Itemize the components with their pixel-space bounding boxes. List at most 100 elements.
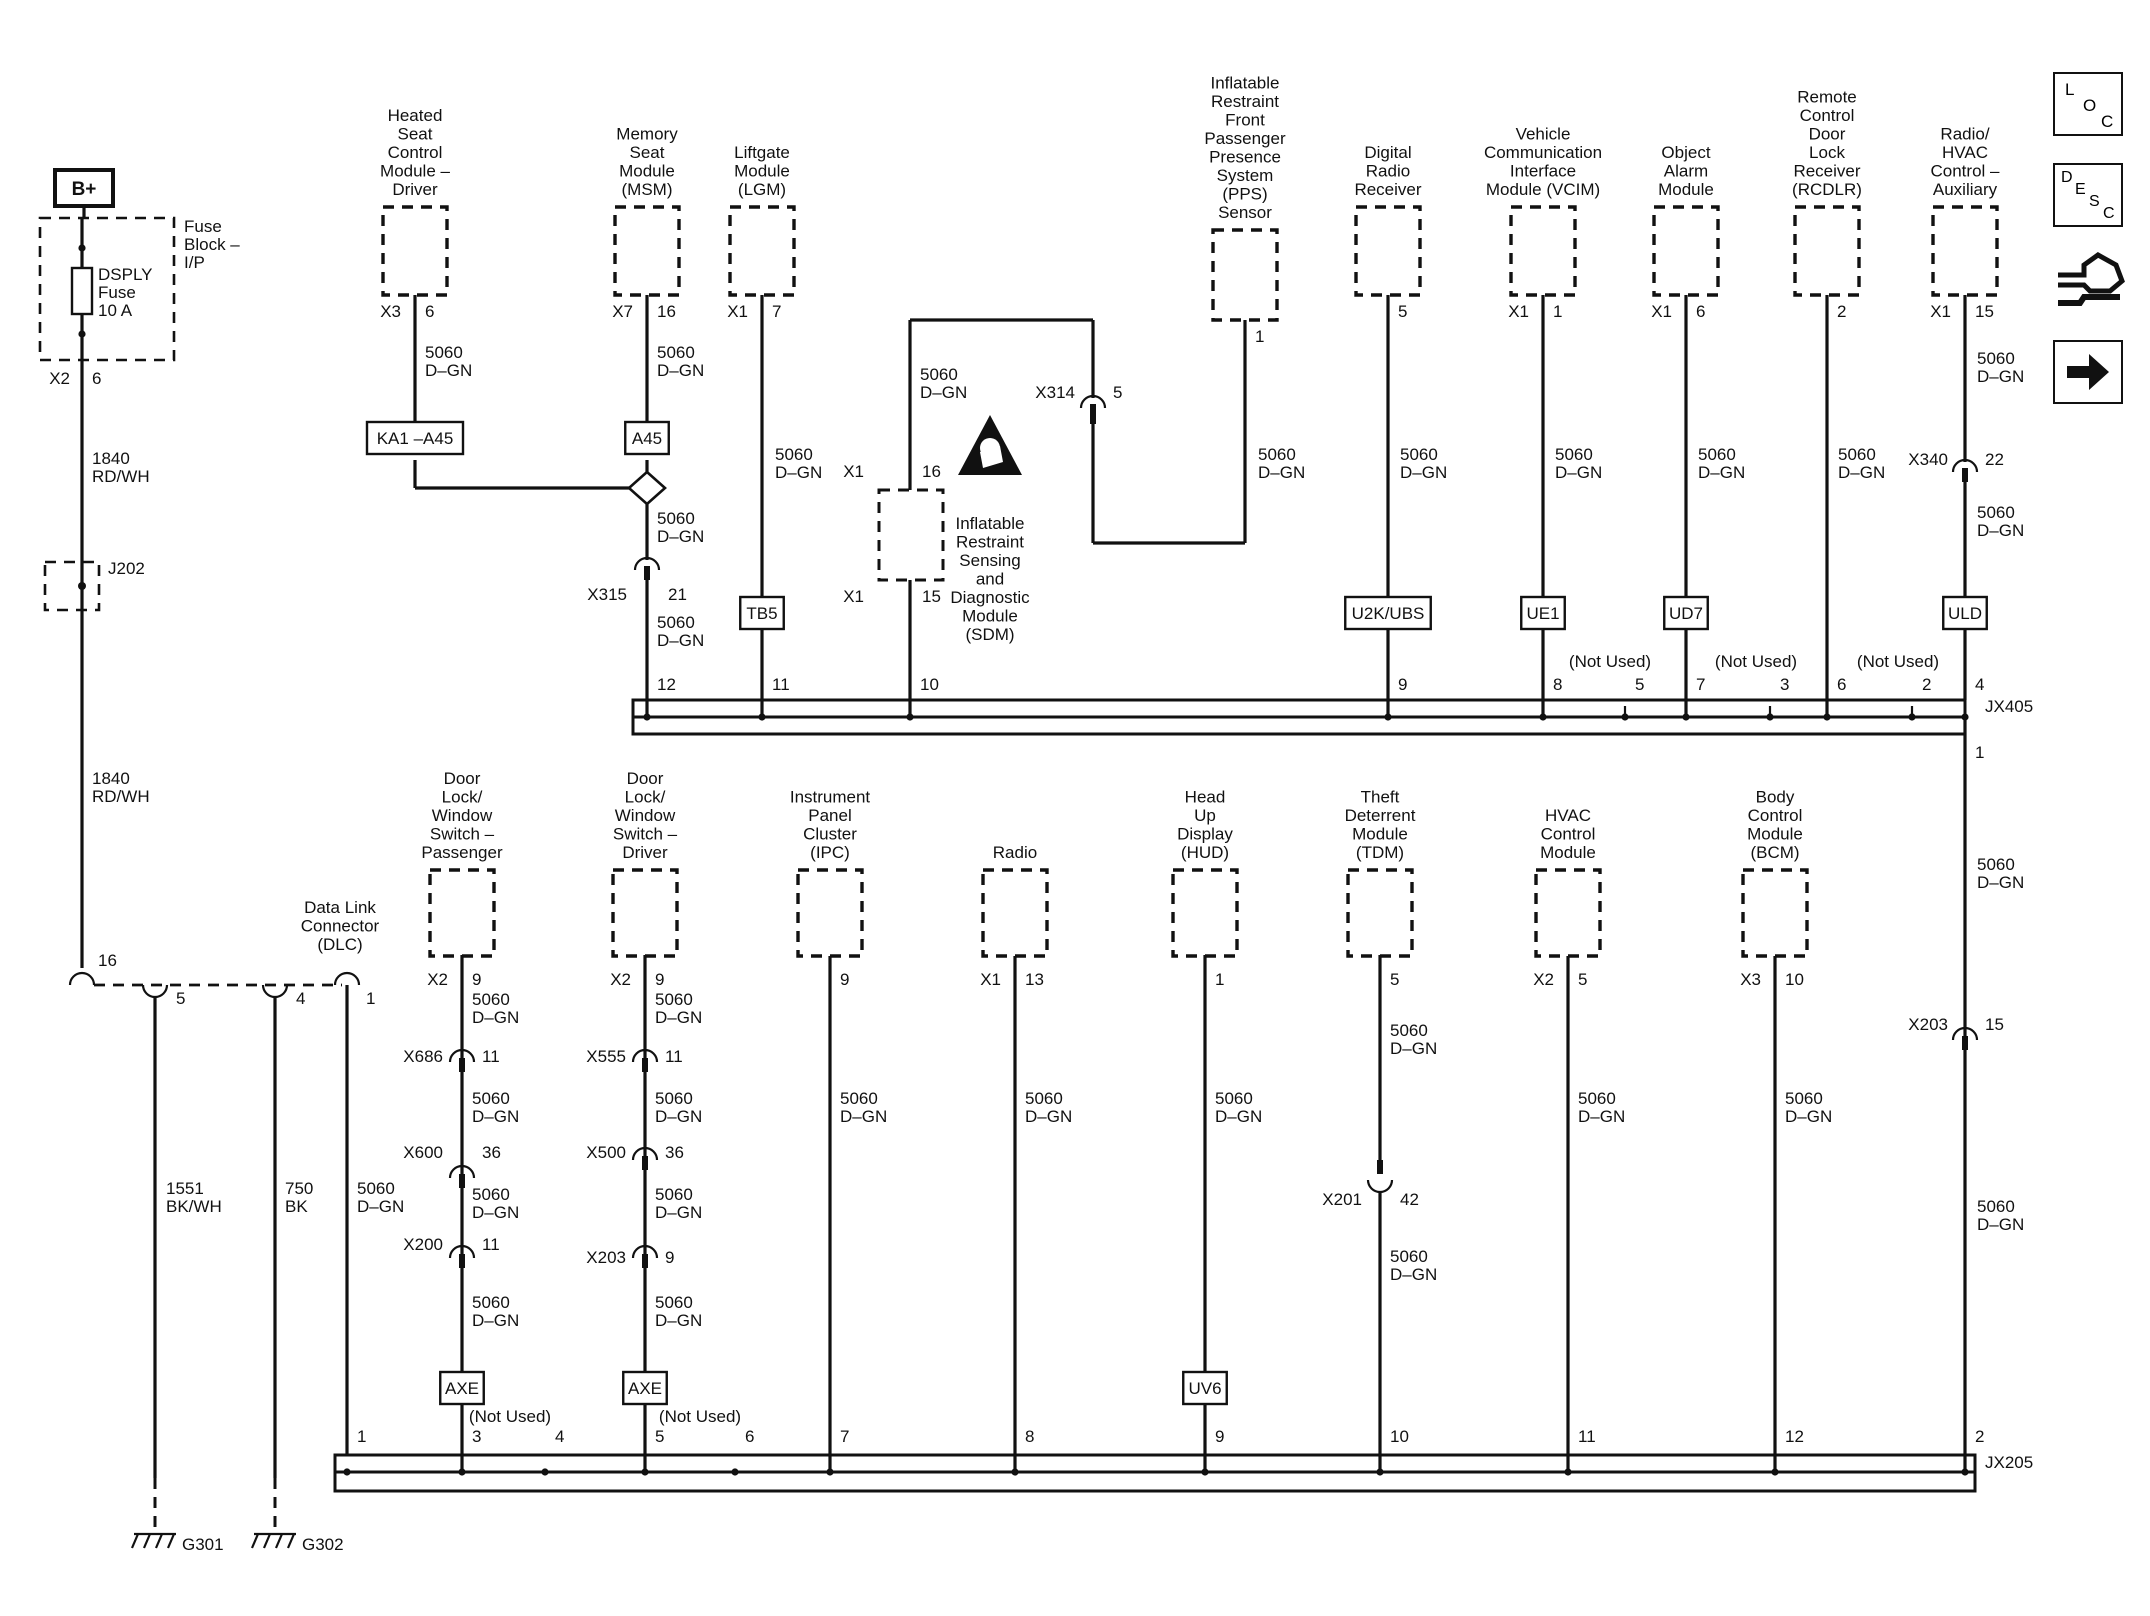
option-axe-passenger-box — [439, 1370, 485, 1406]
module-box — [728, 205, 796, 297]
dlc-name-line: Connector — [301, 917, 380, 936]
wire-label: 5060 — [655, 990, 693, 1009]
bus-junction — [1823, 713, 1831, 721]
module-name-line: Digital — [1364, 143, 1411, 162]
wire-label: D–GN — [1977, 521, 2024, 540]
pin-number: 9 — [655, 970, 664, 989]
wire-label: 5060 — [1838, 445, 1876, 464]
pin-number: 1 — [366, 989, 375, 1008]
pin-number: 16 — [98, 951, 117, 970]
pin-number: 16 — [922, 462, 941, 481]
wire-label: 5060 — [657, 343, 695, 362]
inline-connector: X201 — [1322, 1190, 1362, 1209]
jx405-bus — [631, 698, 1967, 736]
desc-letter-d: D — [2061, 169, 2073, 186]
module-box — [796, 868, 864, 958]
pin-number: 11 — [665, 1047, 683, 1066]
module-name-line: Control — [1800, 106, 1855, 125]
bus-pin: 3 — [472, 1427, 481, 1446]
module-name-line: Memory — [616, 125, 678, 144]
connector-id: X1 — [727, 302, 748, 321]
inline-connector: X314 — [1035, 383, 1075, 402]
sdm-name-line: (SDM) — [965, 625, 1014, 644]
inline-connector: X200 — [403, 1235, 443, 1254]
module-name-line: Control — [388, 143, 443, 162]
bus-junction — [826, 1468, 834, 1476]
option-axe-driver-label: AXE — [628, 1379, 662, 1398]
connector-id: X3 — [380, 302, 401, 321]
wire-label: 5060 — [472, 1185, 510, 1204]
module-name-line: Display — [1177, 825, 1233, 844]
connector-id: X2 — [427, 970, 448, 989]
wire-label: D–GN — [657, 361, 704, 380]
pin-number: 22 — [1985, 450, 2004, 469]
bus-junction — [906, 713, 914, 721]
wire-label: D–GN — [425, 361, 472, 380]
inline-connector: X686 — [403, 1047, 443, 1066]
wire-label: D–GN — [840, 1107, 887, 1126]
module-name-line: Instrument — [790, 788, 871, 807]
not-used-label: (Not Used) — [1715, 652, 1797, 671]
wire-label: 5060 — [357, 1179, 395, 1198]
module-name-line: Front — [1225, 111, 1265, 130]
module-name-line: Head — [1185, 788, 1226, 807]
bus-pin: 10 — [920, 675, 939, 694]
module-name-line: Sensor — [1218, 203, 1272, 222]
wire-label: 5060 — [472, 990, 510, 1009]
module-name-line: Module – — [380, 162, 450, 181]
module-name-line: Module — [1540, 843, 1596, 862]
bus-pin: 6 — [745, 1427, 754, 1446]
wire-label: 5060 — [1555, 445, 1593, 464]
wire-label: D–GN — [472, 1008, 519, 1027]
wire-label: 1840 — [92, 769, 130, 788]
pin-number: 5 — [176, 989, 185, 1008]
option-uv6-box — [1182, 1370, 1228, 1406]
module-name-line: Driver — [392, 180, 438, 199]
module-name-line: (HUD) — [1181, 843, 1229, 862]
connector-view-button[interactable] — [2050, 245, 2128, 321]
module-name-line: Radio — [993, 843, 1037, 862]
module-name-line: Lock/ — [442, 788, 483, 807]
driver-door-chain — [631, 955, 659, 1472]
passenger-door-chain — [448, 955, 476, 1472]
module-name-line: Object — [1661, 143, 1710, 162]
next-arrow-button[interactable] — [2053, 340, 2123, 404]
module-box — [1171, 868, 1239, 958]
desc-button[interactable]: D E S C — [2053, 163, 2123, 227]
bus-junction — [1961, 713, 1969, 721]
bus-pin: 3 — [1780, 675, 1789, 694]
connector-id: X2 — [610, 970, 631, 989]
wire-label: 5060 — [655, 1293, 693, 1312]
loc-button[interactable]: L O C — [2053, 72, 2123, 136]
inline-connector: X555 — [586, 1047, 626, 1066]
wire-label: D–GN — [1977, 873, 2024, 892]
bus-pin: 7 — [840, 1427, 849, 1446]
power-feed: B+ — [38, 168, 176, 986]
module-name-line: Body — [1756, 788, 1795, 807]
option-a45-box — [624, 420, 670, 456]
wire-label: 5060 — [1578, 1089, 1616, 1108]
fuse-label: Fuse — [98, 283, 136, 302]
module-name-line: Module — [1747, 825, 1803, 844]
wire-label: 5060 — [1390, 1247, 1428, 1266]
wire-label: 5060 — [920, 365, 958, 384]
module-name-line: System — [1217, 166, 1274, 185]
pin-number: 6 — [425, 302, 434, 321]
bus-pin: 5 — [655, 1427, 664, 1446]
bus-junction — [1539, 713, 1547, 721]
bus-junction — [1201, 1468, 1209, 1476]
module-name-line: Receiver — [1793, 162, 1860, 181]
pin-number: 9 — [665, 1248, 674, 1267]
wire-label: D–GN — [1555, 463, 1602, 482]
module-name-line: Panel — [808, 806, 851, 825]
module-box — [611, 868, 679, 958]
module-name-line: Control — [1748, 806, 1803, 825]
pin-number: 6 — [1696, 302, 1705, 321]
wire-label: 5060 — [1977, 349, 2015, 368]
module-name-line: Auxiliary — [1933, 180, 1998, 199]
not-used-label: (Not Used) — [469, 1407, 551, 1426]
pin-number: 13 — [1025, 970, 1044, 989]
